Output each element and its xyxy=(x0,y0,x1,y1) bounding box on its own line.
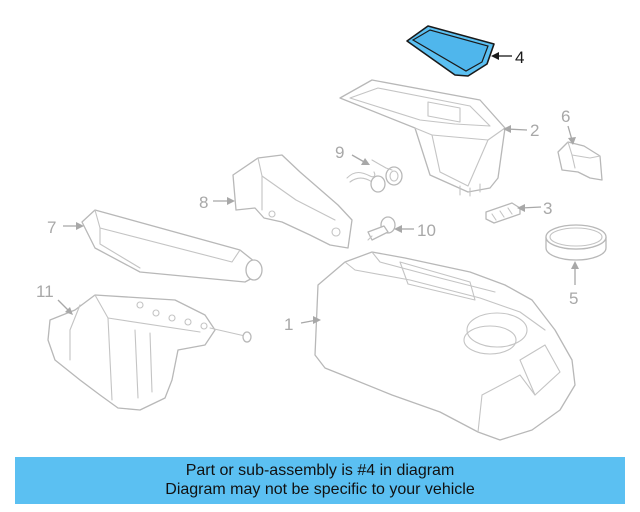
banner-line-2: Diagram may not be specific to your vehi… xyxy=(165,481,475,498)
info-banner: Part or sub-assembly is #4 in diagram Di… xyxy=(15,457,625,504)
part-7-armrest xyxy=(81,209,263,283)
part-6-bracket xyxy=(557,141,603,181)
callout-9: 9 xyxy=(335,143,344,162)
part-11-shifter xyxy=(47,294,252,411)
callout-7: 7 xyxy=(47,218,56,237)
parts-diagram: 1 2 3 4 5 6 7 8 9 10 11 xyxy=(36,25,607,441)
leader-lines xyxy=(57,52,579,324)
part-10-push-pin xyxy=(367,216,396,241)
part-5-ring xyxy=(545,224,607,261)
part-1-console-body xyxy=(314,251,576,441)
part-3-clip xyxy=(485,202,521,224)
callout-labels: 1 2 3 4 5 6 7 8 9 10 11 xyxy=(36,48,578,334)
callout-5: 5 xyxy=(569,289,578,308)
callout-4: 4 xyxy=(515,48,524,67)
callout-6: 6 xyxy=(561,107,570,126)
part-4-highlighted-mat xyxy=(406,25,495,77)
callout-3: 3 xyxy=(543,199,552,218)
callout-1: 1 xyxy=(284,315,293,334)
callout-2: 2 xyxy=(530,121,539,140)
callout-11: 11 xyxy=(36,282,54,301)
callout-8: 8 xyxy=(199,193,208,212)
banner-line-1: Part or sub-assembly is #4 in diagram xyxy=(185,462,455,479)
part-8-trim-panel xyxy=(232,154,353,249)
callout-10: 10 xyxy=(417,221,436,240)
part-9-fastener xyxy=(346,159,403,193)
part-2-storage-bin xyxy=(339,79,506,197)
